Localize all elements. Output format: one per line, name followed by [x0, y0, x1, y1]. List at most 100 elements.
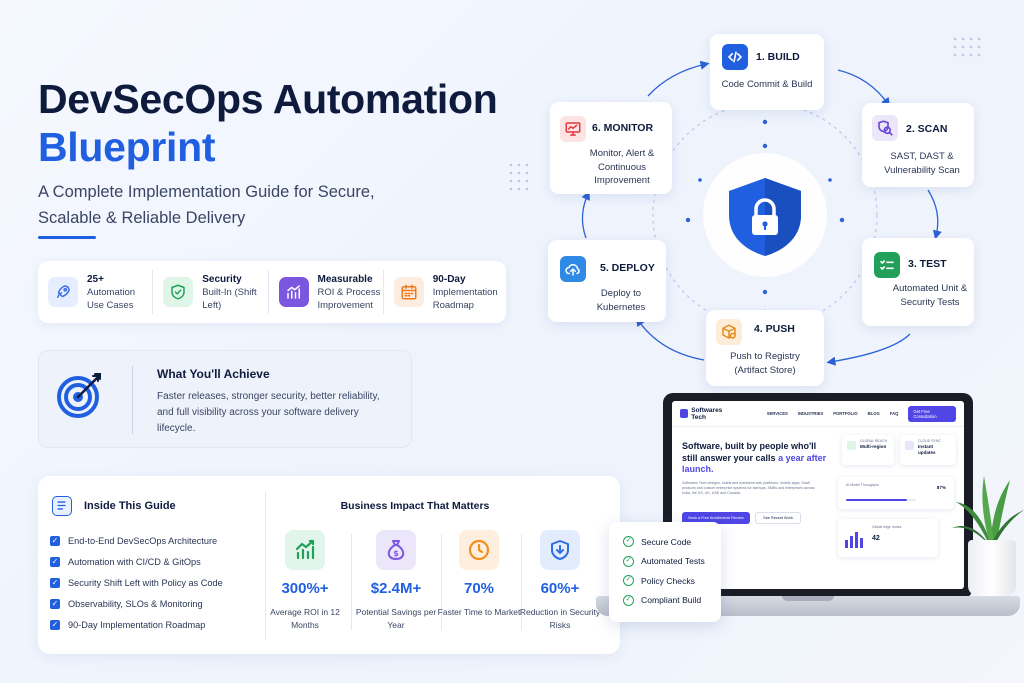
achieve-text: Faster releases, stronger security, bett… — [157, 391, 380, 434]
checklist-item: ✓ Policy Checks — [623, 571, 721, 591]
stage-title: 1. BUILD — [756, 51, 800, 63]
stage-build: 1. BUILD Code Commit & Build — [710, 34, 824, 110]
list-item: ✓ Security Shift Left with Policy as Code — [50, 572, 223, 593]
list-item-label: Automation with CI/CD & GitOps — [68, 556, 201, 567]
checklist-item-label: Secure Code — [641, 536, 692, 547]
dot-pattern-decor — [953, 37, 981, 57]
checklist-item-label: Policy Checks — [641, 575, 695, 586]
preview-menu-item: BLOG — [867, 411, 880, 416]
metric-savings: $ $2.4M+ Potential Savings per Year — [354, 530, 438, 632]
money-bag-icon: $ — [376, 530, 416, 570]
stage-deploy: 5. DEPLOY Deploy to Kubernetes — [548, 240, 666, 322]
preview-headline-highlight: a year after launch. — [682, 452, 827, 475]
stage-description: Automated Unit & Security Tests — [892, 283, 968, 308]
cycle-arrow — [635, 317, 705, 361]
compliance-checklist: ✓ Secure Code ✓ Automated Tests ✓ Policy Ch… — [609, 522, 721, 622]
check-circle-icon: ✓ — [623, 536, 634, 548]
stage-monitor: 6. MONITOR Monitor, Alert & Continuous I… — [550, 102, 672, 194]
check-icon: ✓ — [50, 556, 60, 567]
preview-menu-item: PORTFOLIO — [833, 411, 858, 416]
metric-value: 60%+ — [540, 580, 580, 597]
calendar-icon — [393, 277, 424, 307]
check-icon: ✓ — [50, 577, 60, 588]
guide-list: ✓End-to-End DevSecOps Architecture ✓ Auto… — [50, 530, 223, 635]
metric-value: $2.4M+ — [370, 580, 422, 597]
achieve-card — [38, 350, 412, 448]
checklist-icon — [874, 252, 900, 278]
plant-decor — [952, 476, 1024, 546]
preview-card-value: Instant updates — [918, 444, 936, 455]
page-title-highlight: Blueprint — [38, 124, 216, 170]
metric-roi: 300%+ Average ROI in 12 Months — [263, 530, 347, 632]
preview-metric-value: 87% — [936, 485, 946, 490]
stage-title: 6. MONITOR — [592, 122, 654, 134]
achieve-title: What You'll Achieve — [157, 367, 270, 381]
feature-bold: 25+ — [87, 273, 104, 285]
panel-divider — [265, 492, 266, 640]
stage-description: SAST, DAST & Vulnerability Scan — [884, 151, 960, 176]
feature-bold: Measurable — [317, 273, 373, 285]
globe-icon — [847, 441, 856, 450]
list-item: ✓End-to-End DevSecOps Architecture — [50, 530, 223, 551]
preview-logo: Softwares Tech — [680, 407, 735, 421]
preview-card-value: Multi-region — [860, 444, 887, 449]
scan-icon — [872, 115, 898, 141]
impact-title: Business Impact That Matters — [340, 500, 490, 512]
metric-divider — [521, 534, 522, 630]
plant-pot — [968, 540, 1016, 596]
code-icon — [722, 44, 748, 70]
preview-headline-text: Software, built by people who'll still a… — [682, 441, 817, 463]
feature-bold: Security — [202, 273, 242, 285]
check-icon: ✓ — [50, 535, 60, 546]
stage-test: 3. TEST Automated Unit & Security Tests — [862, 238, 974, 326]
cycle-arrow — [837, 69, 891, 107]
box-icon — [716, 319, 742, 345]
logo-mark-icon — [680, 409, 689, 418]
stage-description: Code Commit & Build — [721, 79, 813, 90]
metric-label: Average ROI in 12 Months — [270, 607, 340, 630]
metric-value: 70% — [463, 580, 495, 597]
cycle-diagram — [581, 60, 942, 366]
feature-bold: 90-Day — [432, 273, 466, 285]
title-accent-line — [38, 236, 96, 239]
stage-scan: 2. SCAN SAST, DAST & Vulnerability Scan — [862, 103, 974, 187]
check-icon: ✓ — [50, 598, 60, 609]
svg-text:$: $ — [393, 549, 399, 558]
feature-text: ROI & Process Improvement — [317, 286, 381, 311]
stage-description: Deploy to Kubernetes — [596, 288, 646, 313]
preview-card-sync: CLOUD SYNC Instant updates — [900, 435, 956, 465]
stage-description: Push to Registry (Artifact Store) — [730, 351, 800, 376]
metric-label: Reduction in Security Risks — [519, 607, 601, 630]
metric-label: Potential Savings per Year — [355, 607, 437, 630]
feature-text: Automation Use Cases — [87, 286, 136, 311]
metric-divider — [351, 534, 352, 630]
list-item: ✓ Observability, SLOs & Monitoring — [50, 593, 223, 614]
document-icon — [52, 496, 72, 516]
cycle-arrow — [826, 333, 911, 366]
stage-title: 4. PUSH — [754, 323, 795, 335]
preview-progress-track — [846, 499, 916, 501]
preview-card-label: GLOBAL REACH — [860, 439, 888, 443]
check-circle-icon: ✓ — [623, 575, 634, 587]
preview-card-reach: GLOBAL REACH Multi-region — [842, 435, 894, 465]
preview-progress-fill — [846, 499, 907, 501]
shield-down-icon — [540, 530, 580, 570]
preview-menu-item: FAQ — [889, 411, 899, 416]
stage-title: 3. TEST — [908, 258, 947, 270]
list-item-label: Observability, SLOs & Monitoring — [68, 598, 203, 609]
laptop-notch — [782, 596, 834, 601]
preview-logo-text: Softwares Tech — [691, 406, 723, 421]
stage-description: Monitor, Alert & Continuous Improvement — [589, 148, 655, 186]
monitor-icon — [560, 116, 586, 142]
checklist-item: ✓Compliant Build — [623, 591, 721, 611]
target-icon — [57, 373, 101, 418]
checklist-item-label: Automated Tests — [641, 556, 705, 567]
list-item-label: Security Shift Left with Policy as Code — [68, 577, 223, 588]
bar-graph-icon — [845, 532, 863, 548]
preview-metric-card: AI Model Throughput 87% — [838, 477, 954, 509]
preview-stat-value: 42 — [872, 535, 880, 542]
